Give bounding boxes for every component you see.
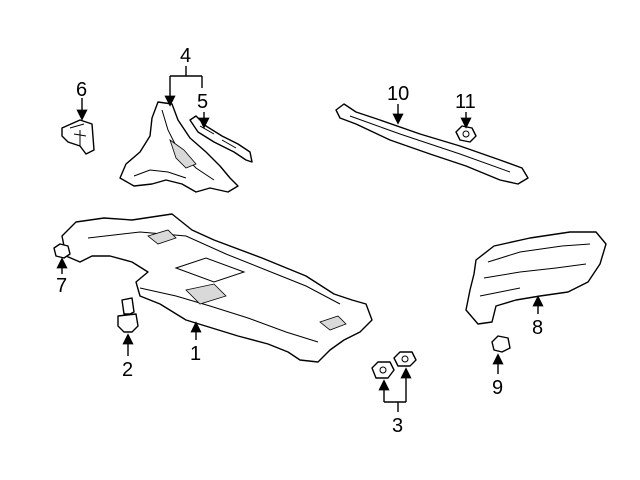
callout-11: 11 [455,91,476,113]
callout-9: 9 [492,377,503,399]
part-3-clips [371,351,417,379]
callout-2: 2 [122,359,133,381]
part-10-rail [335,103,529,185]
callout-1: 1 [190,343,201,365]
callout-7: 7 [56,275,67,297]
part-2-bolt [117,297,139,333]
part-8-duct [465,231,607,325]
callout-10: 10 [387,83,409,105]
callout-3: 3 [392,415,403,437]
callout-4: 4 [180,45,191,67]
callout-5: 5 [197,91,208,113]
part-4-splash-panel [119,101,239,193]
leader-lines [56,66,544,412]
part-6-bracket [61,119,95,155]
part-11-clip [455,125,477,143]
callout-6: 6 [76,79,87,101]
callout-8: 8 [532,317,543,339]
part-1-undercover [61,213,373,363]
part-7-nut [53,243,71,259]
part-9-clip [491,335,511,353]
